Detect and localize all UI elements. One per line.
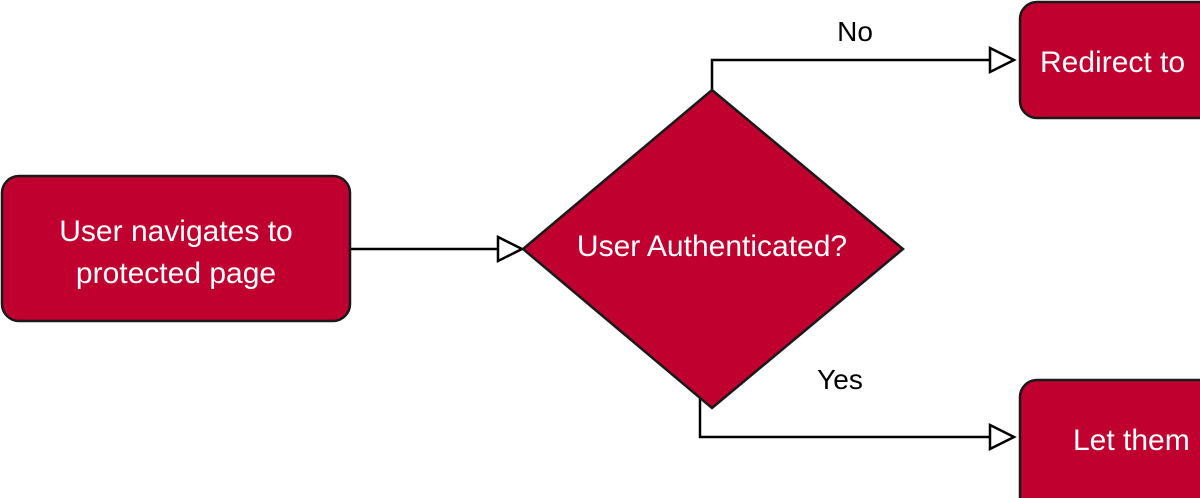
node-allow-label: Let them [1073, 424, 1190, 457]
node-allow-shape [1018, 378, 1200, 498]
edge-no [710, 58, 990, 90]
node-start-shape [0, 174, 352, 323]
arrowhead-yes [988, 422, 1017, 452]
edge-label-yes: Yes [817, 364, 863, 395]
node-redirect: Redirect to [1018, 0, 1200, 120]
node-start-label-line1: User navigates to [59, 215, 292, 248]
node-decision-label: User Authenticated? [577, 230, 847, 263]
arrowhead-no [988, 45, 1017, 75]
node-redirect-label: Redirect to [1040, 46, 1185, 79]
edge-label-no: No [837, 16, 873, 47]
arrowhead-start-to-decision [496, 234, 525, 264]
node-redirect-shape [1018, 0, 1200, 120]
node-start: User navigates to protected page [0, 174, 352, 323]
edges [350, 45, 1017, 452]
node-allow: Let them [1018, 378, 1200, 498]
node-decision: User Authenticated? [521, 88, 905, 410]
edge-yes [698, 398, 990, 439]
node-decision-shape [521, 88, 905, 410]
node-start-label-line2: protected page [76, 257, 276, 290]
